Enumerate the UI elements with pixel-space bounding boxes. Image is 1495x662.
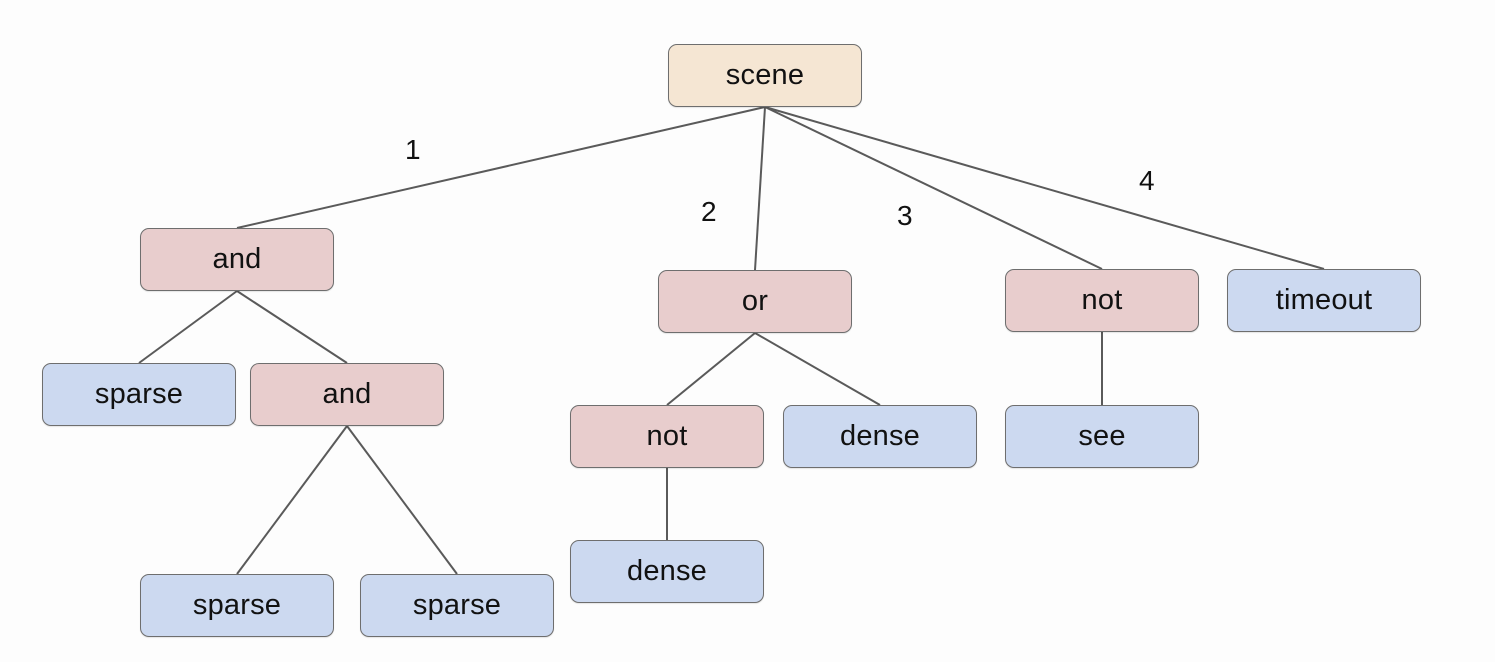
tree-edge xyxy=(764,106,1325,270)
tree-node-label: not xyxy=(646,420,688,452)
tree-node-label: not xyxy=(1081,284,1123,316)
tree-node-sparse2[interactable]: sparse xyxy=(140,574,334,637)
tree-edge xyxy=(236,290,348,364)
edge-label-scene-and1: 1 xyxy=(405,134,421,165)
edge-label-scene-or1: 2 xyxy=(701,196,717,227)
tree-edge xyxy=(666,332,756,406)
tree-edge xyxy=(236,106,766,229)
edge-label-scene-not1: 3 xyxy=(897,200,913,231)
tree-node-scene[interactable]: scene xyxy=(668,44,862,107)
tree-node-or1[interactable]: or xyxy=(658,270,852,333)
edge-label-scene-timeout: 4 xyxy=(1139,165,1155,196)
tree-node-label: dense xyxy=(626,555,707,587)
tree-node-label: dense xyxy=(839,420,920,452)
tree-node-see[interactable]: see xyxy=(1005,405,1199,468)
tree-node-label: or xyxy=(741,285,769,317)
tree-node-dense1[interactable]: dense xyxy=(783,405,977,468)
tree-node-label: timeout xyxy=(1275,284,1373,316)
tree-node-and1[interactable]: and xyxy=(140,228,334,291)
tree-edge xyxy=(754,332,881,406)
tree-edge xyxy=(236,425,348,575)
tree-node-not1[interactable]: not xyxy=(1005,269,1199,332)
tree-node-label: sparse xyxy=(192,589,282,621)
tree-node-label: see xyxy=(1078,420,1126,452)
tree-edge xyxy=(346,425,458,575)
tree-node-dense2[interactable]: dense xyxy=(570,540,764,603)
tree-edge xyxy=(138,290,238,364)
tree-node-sparse3[interactable]: sparse xyxy=(360,574,554,637)
tree-node-label: and xyxy=(212,243,262,275)
tree-node-label: sparse xyxy=(412,589,502,621)
tree-node-not2[interactable]: not xyxy=(570,405,764,468)
tree-node-timeout[interactable]: timeout xyxy=(1227,269,1421,332)
tree-node-sparse1[interactable]: sparse xyxy=(42,363,236,426)
tree-node-label: sparse xyxy=(94,378,184,410)
tree-node-and2[interactable]: and xyxy=(250,363,444,426)
tree-edge xyxy=(754,106,766,271)
tree-node-label: and xyxy=(322,378,372,410)
tree-edge xyxy=(764,106,1103,270)
tree-node-label: scene xyxy=(725,59,805,91)
